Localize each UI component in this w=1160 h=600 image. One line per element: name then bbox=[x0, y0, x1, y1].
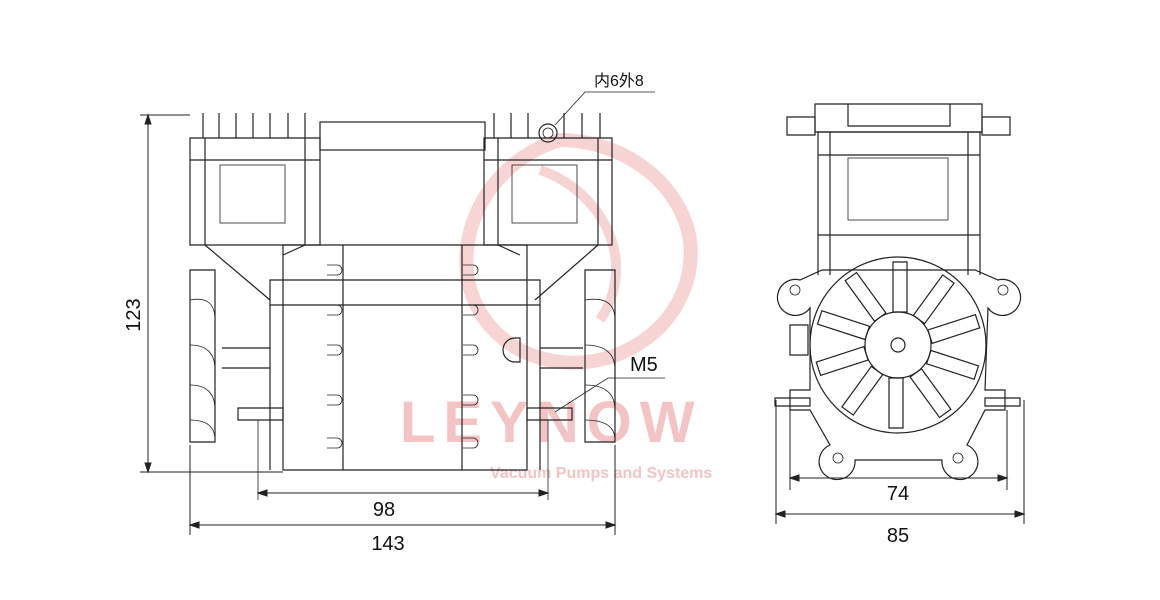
dim-height-label: 123 bbox=[123, 298, 145, 331]
fan-blades bbox=[815, 261, 981, 429]
watermark-brand: LEYNOW bbox=[400, 390, 703, 455]
tube-fitting bbox=[538, 123, 558, 143]
front-view bbox=[189, 113, 616, 500]
dim-143-label: 143 bbox=[371, 533, 404, 555]
dim-85-label: 85 bbox=[887, 525, 909, 547]
vent-slots bbox=[327, 264, 479, 449]
dim-85 bbox=[774, 400, 1026, 524]
dim-74-label: 74 bbox=[887, 483, 909, 505]
thread-label: M5 bbox=[630, 354, 658, 376]
watermark-logo bbox=[459, 132, 698, 370]
side-view bbox=[774, 103, 1022, 481]
fan-housing bbox=[809, 256, 987, 434]
dim-height bbox=[140, 113, 283, 474]
watermark-tagline: Vacuum Pumps and Systems bbox=[490, 465, 712, 482]
fan-left bbox=[189, 269, 216, 443]
tube-size-label: 内6外8 bbox=[594, 72, 644, 90]
dim-98-label: 98 bbox=[373, 499, 395, 521]
cooling-fins-left bbox=[202, 113, 601, 138]
dim-98 bbox=[256, 489, 550, 497]
dim-74 bbox=[788, 410, 1009, 490]
dim-143 bbox=[188, 445, 617, 535]
fan-right bbox=[584, 269, 616, 443]
